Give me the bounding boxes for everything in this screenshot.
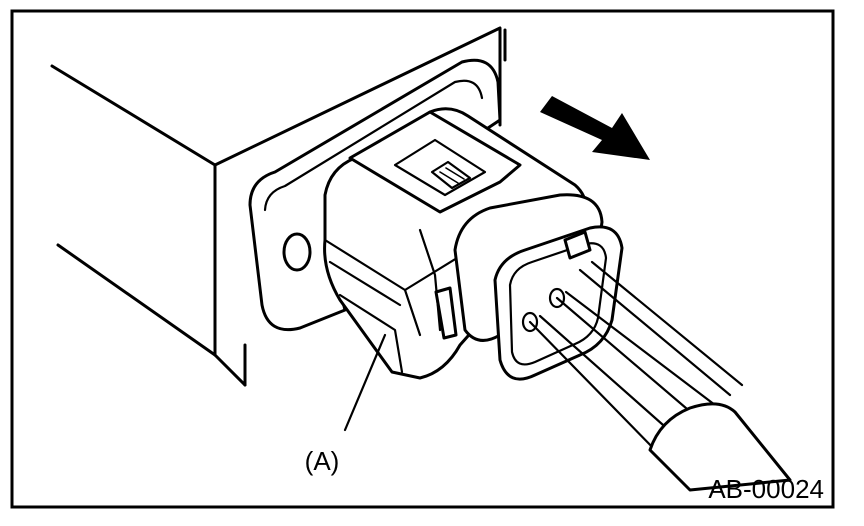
arrow-right-down-icon bbox=[540, 96, 650, 160]
callout-label: (A) bbox=[305, 446, 340, 476]
wire-harness bbox=[528, 260, 792, 492]
figure-code: AB-00024 bbox=[708, 474, 824, 504]
mating-plug bbox=[453, 193, 624, 381]
mounting-hole bbox=[282, 232, 312, 272]
figure-border bbox=[10, 9, 835, 509]
callout-leader-line bbox=[343, 333, 387, 432]
